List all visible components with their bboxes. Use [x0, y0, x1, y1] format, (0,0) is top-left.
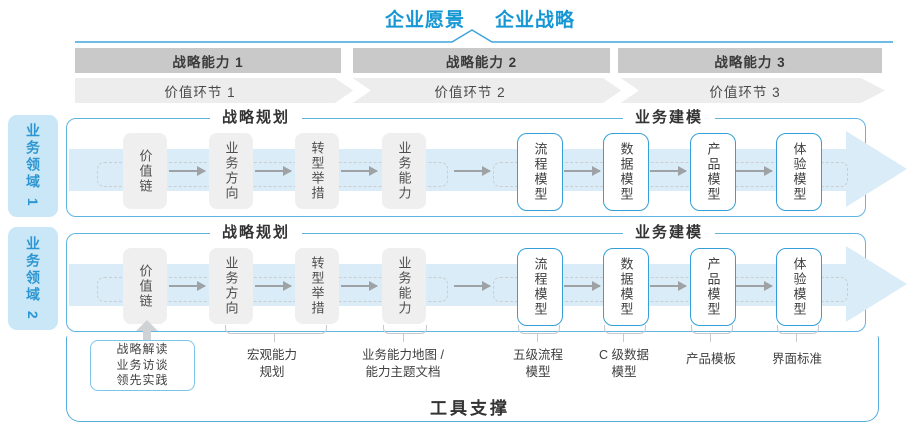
node-value-chain: 价值链 [123, 248, 167, 324]
business-domain-label-1: 业务领域 1 [8, 115, 58, 217]
chevron-separator-icon [335, 77, 371, 104]
flow-arrow-icon [341, 166, 378, 176]
enterprise-vision-title: 企业愿景 [384, 10, 465, 31]
brace-stem [274, 333, 275, 342]
brace-stem [537, 333, 538, 342]
strategic-planning-header: 战略规划 [209, 108, 303, 128]
strategy-input-line: 业务访谈 [116, 357, 169, 372]
brace-stem [796, 333, 797, 342]
flow-arrow-icon [736, 281, 773, 291]
up-arrow-icon [143, 330, 151, 341]
label-macro-capability-planning: 宏观能力 规划 [222, 347, 322, 381]
node-business-direction: 业务方向 [209, 248, 253, 324]
value-link-1: 价值环节 1 [164, 85, 236, 100]
flow-arrowhead-icon [846, 131, 907, 207]
brace-icon [777, 325, 819, 334]
caret-divider-line [75, 29, 893, 43]
flow-arrow-icon [564, 281, 601, 291]
chevron-separator-icon [603, 77, 639, 104]
strategy-input-box: 战略解读 业务访谈 领先实践 [90, 340, 195, 391]
flow-arrow-icon [169, 281, 206, 291]
flow-arrow-icon [650, 281, 687, 291]
flow-arrow-icon [736, 166, 773, 176]
flow-arrow-icon [454, 166, 491, 176]
flow-arrow-icon [341, 281, 378, 291]
value-chevron-band [75, 78, 885, 103]
dashed-pipeline-segment [97, 277, 448, 302]
brace-icon [518, 325, 560, 334]
flow-arrow-icon [169, 166, 206, 176]
node-product-model: 产品模型 [690, 133, 736, 211]
label-c-level-data-model: C 级数据 模型 [574, 347, 674, 381]
brace-icon [383, 325, 427, 334]
label-line: 宏观能力 [246, 348, 297, 362]
node-product-model: 产品模型 [690, 248, 736, 326]
label-line: 业务能力地图 / [362, 348, 444, 362]
node-process-model: 流程模型 [517, 248, 563, 326]
label-line: 五级流程 [512, 348, 563, 362]
capability-bar-1: 战略能力 1 [75, 48, 341, 73]
strategic-planning-header: 战略规划 [209, 223, 303, 243]
business-modeling-header: 业务建模 [622, 108, 716, 128]
node-transformation-initiatives: 转型举措 [295, 248, 339, 324]
label-line: 模型 [525, 364, 551, 379]
node-business-direction: 业务方向 [209, 133, 253, 209]
node-process-model: 流程模型 [517, 133, 563, 211]
flow-arrow-icon [255, 281, 292, 291]
strategy-input-line: 领先实践 [116, 373, 169, 388]
business-modeling-header: 业务建模 [622, 223, 716, 243]
label-line: 模型 [611, 364, 637, 379]
enterprise-strategy-title: 企业战略 [495, 10, 576, 31]
business-domain-label-2: 业务领域 2 [8, 227, 58, 330]
dashed-pipeline-segment [493, 162, 848, 187]
brace-icon [604, 325, 646, 334]
domain-lane-2: 价值链 业务方向 转型举措 业务能力 流程模型 数据模型 产品模型 体验模型 战… [66, 223, 907, 332]
label-ui-standard: 界面标准 [771, 352, 822, 366]
tool-support-title: 工具支撑 [430, 399, 510, 418]
dashed-pipeline-segment [493, 277, 848, 302]
label-product-template: 产品模板 [685, 352, 736, 366]
brace-stem [623, 333, 624, 342]
value-link-3: 价值环节 3 [709, 85, 781, 100]
brace-icon [691, 325, 733, 334]
up-arrowhead-icon [136, 320, 158, 331]
capability-bar-2: 战略能力 2 [353, 48, 610, 73]
dashed-pipeline-segment [97, 162, 448, 187]
label-capability-map: 业务能力地图 / 能力主题文档 [341, 347, 465, 381]
strategy-input-line: 战略解读 [116, 341, 169, 356]
value-link-2: 价值环节 2 [434, 85, 506, 100]
flow-arrowhead-icon [846, 246, 907, 322]
brace-stem [710, 333, 711, 342]
flow-arrow-icon [564, 166, 601, 176]
node-transformation-initiatives: 转型举措 [295, 133, 339, 209]
flow-arrow-icon [255, 166, 292, 176]
label-line: C 级数据 [598, 348, 649, 362]
node-experience-model: 体验模型 [776, 248, 822, 326]
capability-bar-3: 战略能力 3 [618, 48, 882, 73]
flow-arrow-icon [454, 281, 491, 291]
label-level5-process-model: 五级流程 模型 [488, 347, 588, 381]
brace-stem [403, 333, 404, 342]
node-business-capability: 业务能力 [382, 248, 426, 324]
node-value-chain: 价值链 [123, 133, 167, 209]
label-line: 能力主题文档 [365, 364, 441, 379]
tool-support-container [66, 336, 879, 422]
node-data-model: 数据模型 [603, 133, 649, 211]
label-line: 规划 [259, 364, 285, 379]
node-experience-model: 体验模型 [776, 133, 822, 211]
node-business-capability: 业务能力 [382, 133, 426, 209]
brace-icon [225, 325, 327, 334]
node-data-model: 数据模型 [603, 248, 649, 326]
enterprise-title: 企业愿景 企业战略 [275, 5, 685, 32]
domain-lane-1: 价值链 业务方向 转型举措 业务能力 流程模型 数据模型 产品模型 体验模型 战… [66, 108, 907, 217]
flow-arrow-icon [650, 166, 687, 176]
